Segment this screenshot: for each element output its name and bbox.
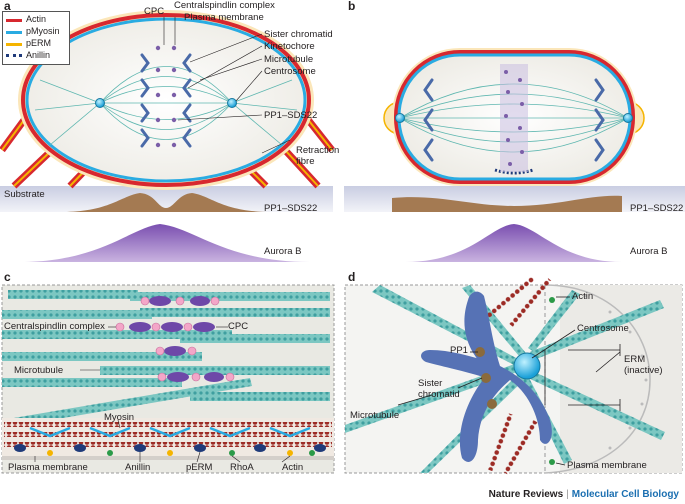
label-a-centrosome: Centrosome — [264, 66, 316, 77]
centrosome-left-b — [395, 113, 405, 123]
centrosome-right-a — [227, 98, 237, 108]
leader-lines-d — [397, 296, 621, 466]
label-a-retraction: Retraction — [296, 145, 340, 156]
label-a-plasma-membrane: Plasma membrane — [184, 12, 264, 23]
label-c-cpc: CPC — [228, 321, 249, 332]
legend: Actin pMyosin pERM Anillin — [2, 11, 70, 65]
cpc-dots-a — [155, 45, 177, 148]
journal-footer: Nature Reviews|Molecular Cell Biology — [489, 489, 679, 500]
footer-separator: | — [566, 489, 569, 500]
plasma-membrane-c — [2, 456, 334, 460]
centrosome-left-a — [95, 98, 105, 108]
sister-chromatids-a — [140, 53, 192, 148]
label-c-centralspindlin: Centralspindlin complex — [4, 321, 105, 332]
centralspindlin-dots-c — [115, 296, 235, 382]
leader-lines-a — [163, 17, 291, 154]
centrosome-right-b — [623, 113, 633, 123]
cpc-ellipses-c — [129, 296, 224, 382]
label-d-erm: ERM — [624, 354, 646, 365]
label-a-fibre: fibre — [296, 156, 315, 167]
actin-green-marker-d — [549, 297, 555, 303]
panel-label-d: d — [348, 270, 356, 284]
label-a-microtubule: Microtubule — [264, 54, 314, 65]
panel-d-art — [344, 276, 683, 475]
label-b-pp1-curve: PP1–SDS22 — [630, 203, 684, 214]
label-a-sister-chromatid: Sister chromatid — [264, 29, 333, 40]
sister-chromatids-b — [423, 78, 605, 162]
substrate-band — [0, 186, 333, 212]
label-d-actin: Actin — [572, 291, 594, 302]
aurora-b-curve-b — [405, 224, 622, 262]
footer-section: Molecular Cell Biology — [571, 489, 679, 500]
label-d-sister: Sister — [418, 378, 443, 389]
anillin-c — [14, 444, 326, 452]
label-a-cpc: CPC — [144, 6, 165, 17]
label-b-aurora-b: Aurora B — [630, 246, 668, 257]
aurora-b-curve-a — [20, 224, 310, 262]
panel-label-c: c — [4, 270, 11, 284]
label-c-rhoa: RhoA — [230, 462, 254, 473]
myosin-c — [29, 426, 311, 438]
label-a-kinetochore: Kinetochore — [264, 41, 315, 52]
centrosome-d — [513, 352, 541, 380]
panel-c-art — [1, 284, 335, 474]
spindle-microtubules-a — [34, 66, 298, 146]
label-d-erm-inactive: (inactive) — [624, 365, 663, 376]
membrane-green-marker-d — [549, 459, 555, 465]
legend-swatch-anillin — [6, 54, 22, 57]
label-d-centrosome: Centrosome — [577, 323, 629, 334]
legend-label-anillin: Anillin — [26, 50, 51, 60]
legend-label-perm: pERM — [26, 38, 52, 48]
pp1-gradient-curve-a — [60, 193, 272, 212]
panel-label-a: a — [4, 0, 11, 13]
label-d-microtubule: Microtubule — [350, 410, 400, 421]
pp1-gradient-curve-b — [392, 195, 622, 212]
label-a-pp1-curve: PP1–SDS22 — [264, 203, 318, 214]
legend-label-actin: Actin — [26, 14, 47, 24]
actin-d — [485, 276, 552, 475]
label-c-plasma-membrane: Plasma membrane — [8, 462, 88, 473]
cpc-column-b — [500, 64, 528, 172]
label-a-substrate: Substrate — [4, 189, 45, 200]
panel-b-art — [344, 48, 685, 262]
panel-a-art — [0, 10, 335, 262]
label-c-microtubule: Microtubule — [14, 365, 64, 376]
label-a-aurora-b: Aurora B — [264, 246, 302, 257]
pp1-spheres-d — [475, 347, 497, 409]
perm-rhoa-c — [47, 450, 315, 456]
microtubules-c — [2, 290, 330, 428]
legend-swatch-perm — [6, 43, 22, 46]
label-c-perm: pERM — [186, 462, 213, 473]
label-c-anillin: Anillin — [125, 462, 151, 473]
label-a-pp1-sds22: PP1–SDS22 — [264, 110, 318, 121]
footer-journal: Nature Reviews — [488, 489, 564, 500]
legend-swatch-pmyosin — [6, 31, 22, 34]
panel-label-b: b — [348, 0, 356, 13]
leader-lines-c — [34, 326, 291, 463]
label-c-actin: Actin — [282, 462, 304, 473]
sister-chromatid-d — [421, 291, 552, 462]
label-d-plasma-membrane: Plasma membrane — [567, 460, 647, 471]
legend-swatch-actin — [6, 19, 22, 22]
label-d-chromatid: chromatid — [418, 389, 460, 400]
legend-label-pmyosin: pMyosin — [26, 26, 60, 36]
label-d-pp1: PP1 — [450, 345, 468, 356]
label-a-centralspindlin: Centralspindlin complex — [174, 0, 275, 11]
label-c-myosin: Myosin — [104, 412, 135, 423]
membrane-dots-d — [583, 294, 648, 466]
